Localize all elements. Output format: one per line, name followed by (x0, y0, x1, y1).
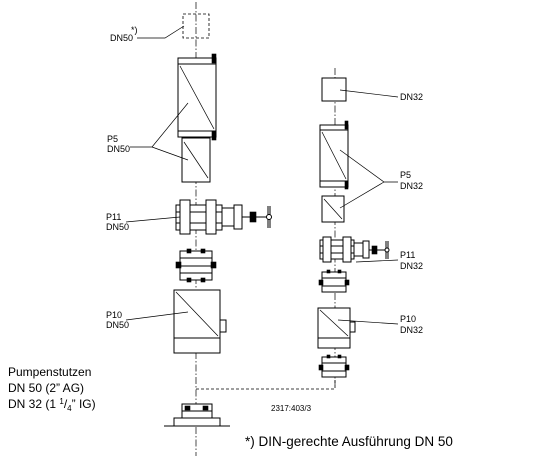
right-p5-short-pipe (321, 195, 345, 223)
right-union-coupling-lower (318, 354, 350, 378)
right-p5-long-pipe (319, 120, 349, 190)
label-right-dn32-top: DN32 (400, 92, 423, 102)
label-right-p11: P11 (400, 250, 415, 260)
label-right-p5: P5 (400, 170, 411, 180)
label-right-p5-dn: DN32 (400, 181, 423, 191)
label-right-p10-dn: DN32 (400, 325, 423, 335)
drawing-number: 2317:403/3 (271, 404, 312, 413)
left-union-coupling (175, 248, 217, 283)
label-right-p10: P10 (400, 314, 416, 324)
left-p5-long-pipe (177, 53, 217, 141)
right-union-coupling-upper (318, 269, 350, 293)
label-left-dn50-top: DN50 (110, 33, 133, 43)
connection-dashed-line (196, 378, 336, 390)
label-left-p11: P11 (106, 212, 121, 222)
right-dn32-coupling (321, 77, 347, 102)
pump-nozzle-dn32: DN 32 (1 1/4” IG) (8, 397, 96, 413)
pump-nozzle-flange (164, 403, 230, 427)
leader-lines (125, 25, 399, 325)
label-left-p5: P5 (107, 134, 118, 144)
label-right-p11-dn: DN32 (400, 261, 423, 271)
label-left-p10-dn: DN50 (106, 320, 129, 330)
label-footnote-mark: *) (131, 25, 138, 35)
label-left-p5-dn: DN50 (107, 144, 130, 154)
pump-nozzle-dn50: DN 50 (2” AG) (8, 381, 84, 395)
label-left-p10: P10 (106, 310, 122, 320)
dn50-din-coupling-dashed (182, 13, 210, 39)
right-p10-body (317, 307, 356, 349)
left-p11-valve (175, 199, 272, 235)
label-left-p11-dn: DN50 (106, 222, 129, 232)
left-p10-body (173, 289, 227, 354)
right-p11-valve (319, 236, 390, 263)
footnote-din: *) DIN-gerechte Ausführung DN 50 (245, 434, 453, 449)
pump-nozzle-title: Pumpenstutzen (8, 365, 91, 379)
left-p5-short-pipe (181, 137, 211, 183)
